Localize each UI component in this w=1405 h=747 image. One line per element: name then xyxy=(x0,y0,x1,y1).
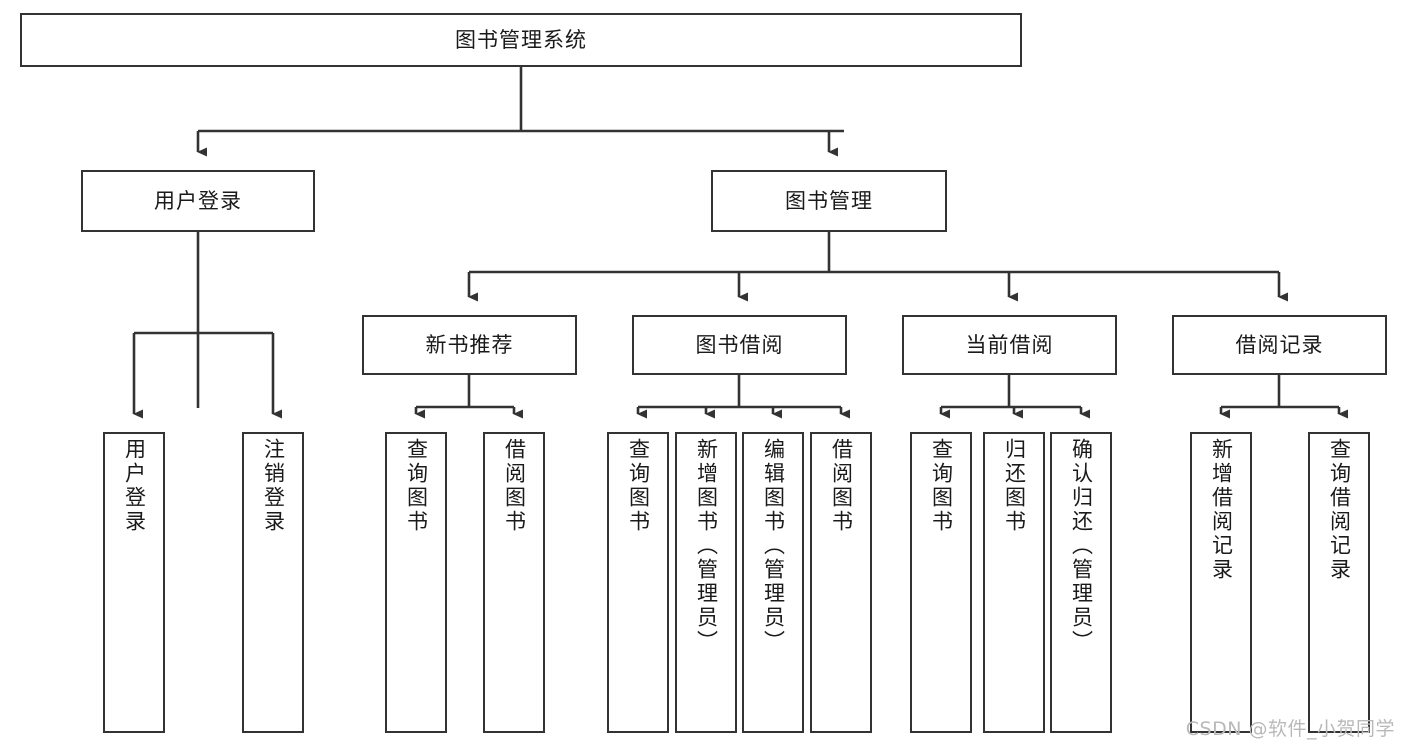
leaf-node-label: 查询借阅记录 xyxy=(1327,438,1352,582)
node-user-login-label: 用户登录 xyxy=(154,188,242,213)
node-new-book-recommend-label: 新书推荐 xyxy=(425,332,514,357)
leaf-node[interactable]: 借阅图书 xyxy=(810,432,872,733)
leaf-node[interactable]: 查询图书 xyxy=(607,432,669,733)
node-borrow-record[interactable]: 借阅记录 xyxy=(1172,315,1387,375)
leaf-node[interactable]: 用户登录 xyxy=(103,432,165,733)
leaf-node[interactable]: 注销登录 xyxy=(242,432,304,733)
csdn-watermark: CSDN @软件_小贺同学 xyxy=(1185,718,1395,740)
leaf-node-label: 归还图书 xyxy=(1002,438,1027,534)
leaf-node-label: 查询图书 xyxy=(929,438,954,534)
node-borrow-record-label: 借阅记录 xyxy=(1235,332,1324,357)
leaf-node[interactable]: 新增图书（管理员） xyxy=(675,432,737,733)
leaf-node-label: 确认归还（管理员） xyxy=(1069,438,1094,654)
node-current-borrow-label: 当前借阅 xyxy=(965,332,1054,357)
node-root[interactable]: 图书管理系统 xyxy=(20,13,1022,67)
leaf-node-label: 查询图书 xyxy=(626,438,651,534)
node-book-borrow[interactable]: 图书借阅 xyxy=(632,315,847,375)
leaf-node[interactable]: 借阅图书 xyxy=(483,432,545,733)
leaf-node-label: 新增借阅记录 xyxy=(1209,438,1234,582)
leaf-node[interactable]: 编辑图书（管理员） xyxy=(742,432,804,733)
leaf-node-label: 编辑图书（管理员） xyxy=(761,438,786,654)
node-root-label: 图书管理系统 xyxy=(455,27,587,52)
leaf-node[interactable]: 归还图书 xyxy=(983,432,1045,733)
leaf-node[interactable]: 查询借阅记录 xyxy=(1308,432,1370,733)
node-current-borrow[interactable]: 当前借阅 xyxy=(902,315,1117,375)
leaf-node[interactable]: 新增借阅记录 xyxy=(1190,432,1252,733)
node-book-management[interactable]: 图书管理 xyxy=(711,170,947,232)
leaf-node-label: 注销登录 xyxy=(261,438,286,534)
leaf-node[interactable]: 查询图书 xyxy=(910,432,972,733)
node-user-login[interactable]: 用户登录 xyxy=(81,170,315,232)
node-new-book-recommend[interactable]: 新书推荐 xyxy=(362,315,577,375)
leaf-node-label: 查询图书 xyxy=(404,438,429,534)
node-book-management-label: 图书管理 xyxy=(785,188,873,213)
leaf-node[interactable]: 确认归还（管理员） xyxy=(1050,432,1112,733)
leaf-node-label: 借阅图书 xyxy=(502,438,527,534)
leaf-node-label: 新增图书（管理员） xyxy=(694,438,719,654)
node-book-borrow-label: 图书借阅 xyxy=(695,332,784,357)
leaf-node-label: 用户登录 xyxy=(122,438,147,534)
leaf-node[interactable]: 查询图书 xyxy=(385,432,447,733)
leaf-node-label: 借阅图书 xyxy=(829,438,854,534)
